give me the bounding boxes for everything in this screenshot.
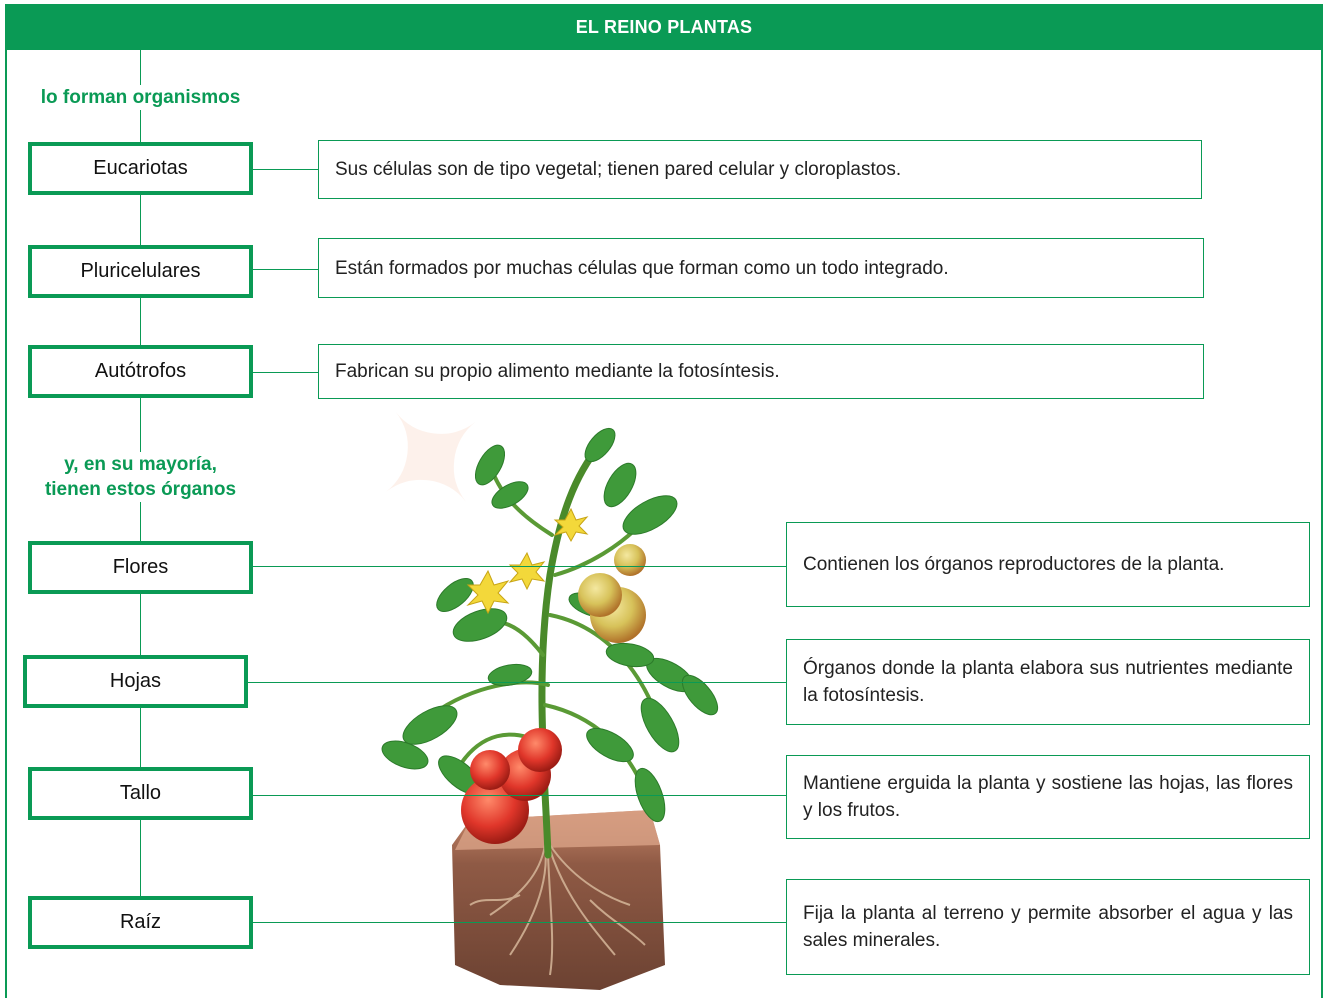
box-hojas: Hojas	[23, 655, 248, 708]
link-tallo	[252, 795, 786, 796]
desc-hojas: Órganos donde la planta elabora sus nutr…	[786, 639, 1310, 725]
box-eucariotas: Eucariotas	[28, 142, 253, 195]
box-tallo: Tallo	[28, 767, 253, 820]
label-organisms: lo forman organismos	[18, 85, 263, 110]
link-pluricelulares	[252, 269, 319, 270]
box-autotrofos: Autótrofos	[28, 345, 253, 398]
connector-top	[140, 50, 141, 85]
link-eucariotas	[252, 169, 319, 170]
label-organs: y, en su mayoría, tienen estos órganos	[18, 452, 263, 502]
desc-pluricelulares: Están formados por muchas células que fo…	[318, 238, 1204, 298]
link-autotrofos	[252, 372, 319, 373]
desc-autotrofos: Fabrican su propio alimento mediante la …	[318, 344, 1204, 399]
box-pluricelulares: Pluricelulares	[28, 245, 253, 298]
desc-tallo: Mantiene erguida la planta y sostiene la…	[786, 755, 1310, 839]
link-flores	[252, 566, 786, 567]
box-flores: Flores	[28, 541, 253, 594]
desc-flores: Contienen los órganos reproductores de l…	[786, 522, 1310, 607]
diagram-title: EL REINO PLANTAS	[5, 4, 1323, 50]
link-hojas	[247, 682, 786, 683]
link-raiz	[252, 922, 786, 923]
desc-raiz: Fija la planta al terreno y permite abso…	[786, 879, 1310, 975]
tomato-plant-illustration	[381, 427, 719, 990]
box-raiz: Raíz	[28, 896, 253, 949]
desc-eucariotas: Sus células son de tipo vegetal; tienen …	[318, 140, 1202, 199]
